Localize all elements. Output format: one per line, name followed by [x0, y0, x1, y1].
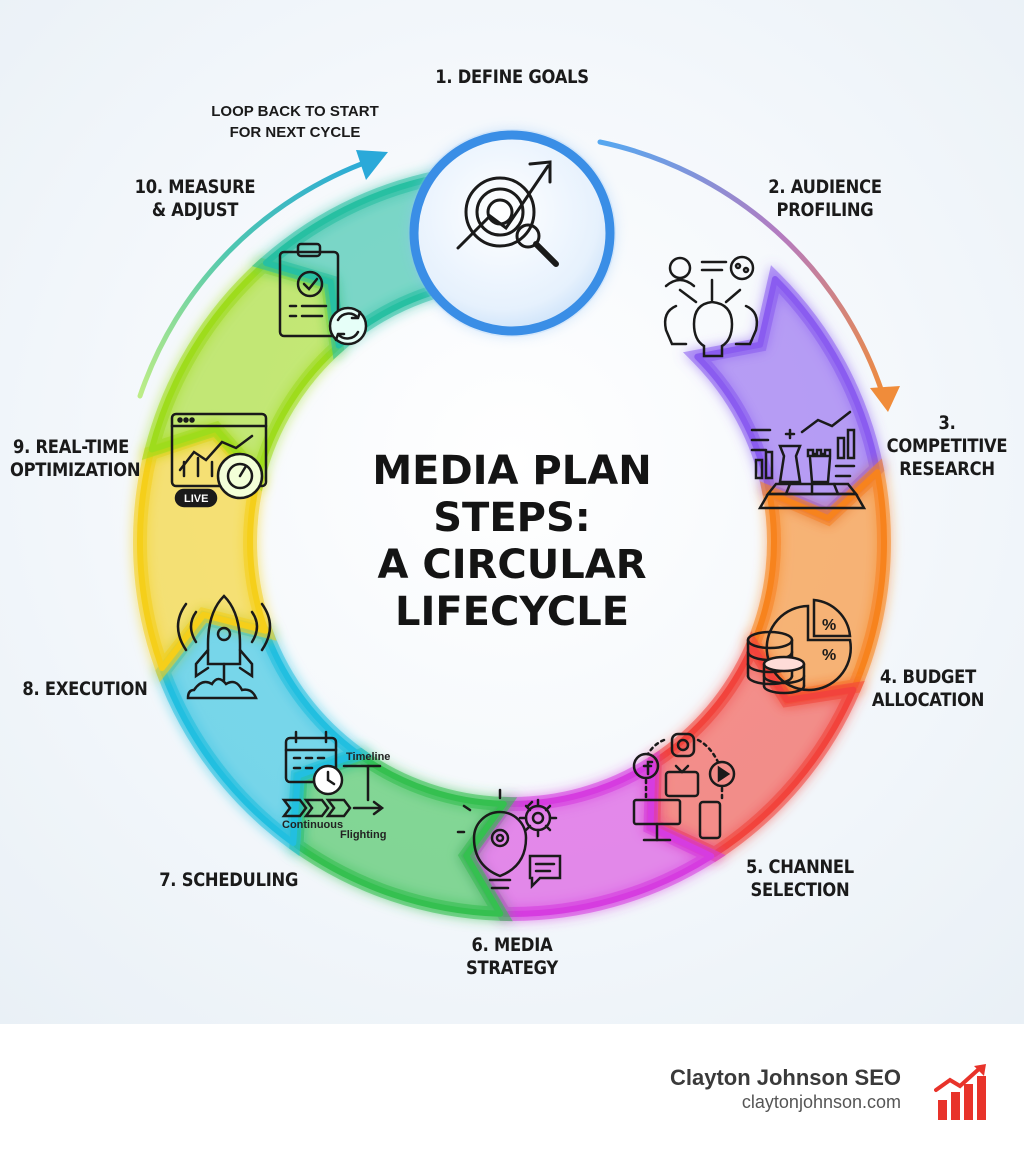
timeline-text: Timeline	[346, 751, 390, 763]
step-6-label: 6. MEDIA STRATEGY	[452, 934, 572, 980]
step-3-line-1: 3.	[938, 412, 956, 434]
rocket-launch-icon	[176, 594, 272, 700]
loop-back-note: LOOP BACK TO START FOR NEXT CYCLE	[190, 101, 400, 143]
step-5-line-1: 5. CHANNEL	[746, 856, 854, 878]
center-title: MEDIA PLAN STEPS: A CIRCULAR LIFECYCLE	[312, 448, 712, 636]
budget-percent-1: %	[822, 617, 836, 634]
step-2-line-1: 2. AUDIENCE	[768, 176, 882, 198]
step-5-line-2: SELECTION	[750, 879, 850, 901]
loop-back-arrowhead	[356, 150, 388, 180]
lifecycle-diagram: % %	[133, 129, 900, 922]
step-3-label: 3. COMPETITIVE RESEARCH	[883, 412, 1012, 481]
step-6-line-1: 6. MEDIA	[471, 934, 553, 956]
step-2-label: 2. AUDIENCE PROFILING	[761, 176, 890, 222]
step-7-line-1: 7. SCHEDULING	[159, 869, 299, 891]
step-9-label: 9. REAL-TIME OPTIMIZATION	[9, 436, 141, 482]
define-goals-node	[408, 129, 616, 337]
title-line-4: LIFECYCLE	[394, 589, 630, 635]
step-2-line-2: PROFILING	[776, 199, 874, 221]
brand-name: Clayton Johnson SEO	[669, 1065, 901, 1090]
step-9-line-2: OPTIMIZATION	[9, 459, 141, 481]
step-4-line-2: ALLOCATION	[871, 689, 985, 711]
footer: Clayton Johnson SEO claytonjohnson.com	[0, 1024, 1024, 1154]
budget-percent-2: %	[822, 647, 836, 664]
live-dashboard-icon	[170, 412, 268, 508]
loop-note-line-2: FOR NEXT CYCLE	[229, 124, 361, 141]
loop-back-arrow	[137, 157, 375, 399]
step-4-label: 4. BUDGET ALLOCATION	[868, 666, 988, 712]
brand-url: claytonjohnson.com	[741, 1092, 901, 1112]
bar-chart-arrow-logo	[934, 1064, 986, 1120]
calendar-timeline-icon	[281, 730, 385, 818]
target-growth-icon	[456, 160, 559, 267]
title-line-2: STEPS:	[433, 495, 591, 541]
flighting-text: Flighting	[340, 829, 386, 841]
step-3-line-2: COMPETITIVE	[886, 435, 1008, 457]
audience-heads-icon	[663, 255, 759, 358]
step-3-line-3: RESEARCH	[899, 458, 995, 480]
live-text: LIVE	[184, 493, 208, 505]
step-10-label: 10. MEASURE & ADJUST	[131, 176, 260, 222]
step-1-line-1: 1. DEFINE GOALS	[435, 66, 589, 88]
step-5-label: 5. CHANNEL SELECTION	[740, 856, 860, 902]
loop-note-line-1: LOOP BACK TO START	[211, 103, 379, 120]
clipboard-check-icon	[278, 242, 368, 346]
continuous-text: Continuous	[282, 819, 343, 831]
diagram-background: % %	[0, 0, 1024, 1024]
step-8-line-1: 8. EXECUTION	[22, 678, 148, 700]
title-line-1: MEDIA PLAN	[372, 448, 652, 494]
step-6-line-2: STRATEGY	[465, 957, 558, 979]
outer-arrows	[137, 139, 900, 412]
coins-piechart-icon	[746, 598, 852, 695]
lightbulb-gears-icon	[456, 788, 562, 890]
step-4-line-1: 4. BUDGET	[880, 666, 976, 688]
step-7-label: 7. SCHEDULING	[159, 869, 299, 892]
chess-research-icon	[750, 410, 867, 510]
step-10-line-1: 10. MEASURE	[134, 176, 256, 198]
step-9-line-1: 9. REAL-TIME	[12, 436, 129, 458]
step-8-label: 8. EXECUTION	[21, 678, 150, 701]
step-1-label: 1. DEFINE GOALS	[426, 66, 598, 89]
channels-network-icon	[632, 732, 736, 842]
cycle-direction-arrowhead	[870, 386, 900, 412]
step-10-line-2: & ADJUST	[151, 199, 239, 221]
title-line-3: A CIRCULAR	[377, 542, 647, 588]
cycle-direction-arrow	[597, 139, 887, 401]
